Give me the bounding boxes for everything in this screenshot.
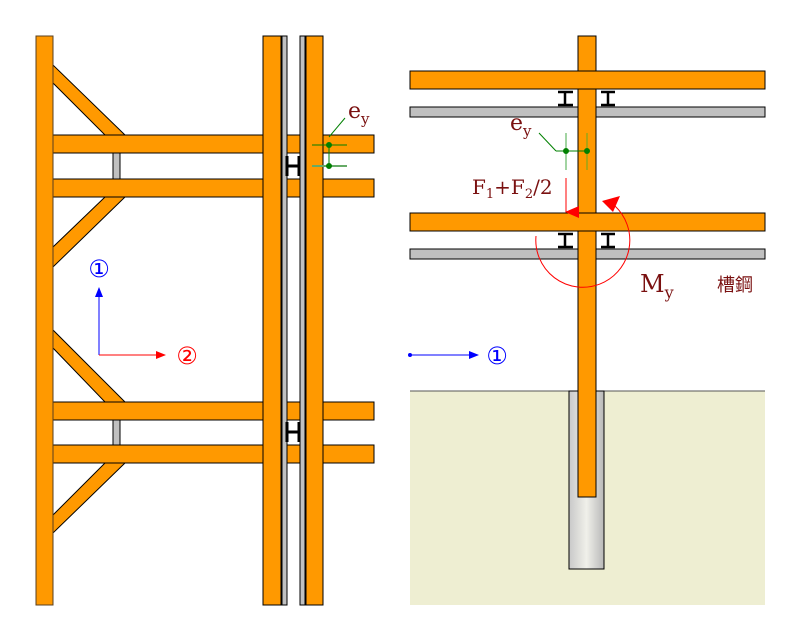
beam	[52, 178, 375, 198]
brace	[52, 63, 127, 136]
moment-label: My	[640, 270, 674, 302]
axis-1-label: ①	[486, 342, 508, 370]
axis-1-label: ①	[88, 255, 110, 283]
channel-steel-label: 槽鋼	[717, 275, 753, 296]
ey-label: ey	[348, 99, 370, 128]
i-section	[558, 90, 615, 249]
beam	[409, 212, 766, 232]
force-label: F1+F2/2	[472, 175, 553, 202]
column	[262, 35, 282, 606]
spacer	[112, 419, 121, 446]
channel-strip	[299, 35, 306, 606]
moment-arrowhead	[602, 196, 620, 212]
brace	[52, 462, 127, 535]
eccentricity-marker	[312, 117, 347, 169]
axis-2-label: ②	[176, 342, 198, 370]
moment-arc	[535, 205, 631, 288]
beam	[52, 401, 375, 421]
ey-label: ey	[510, 111, 532, 140]
h-section	[285, 156, 301, 442]
channel-strip	[281, 35, 288, 606]
column	[577, 35, 597, 498]
beam	[409, 70, 766, 90]
beam	[52, 444, 375, 464]
right-elevation-view: ey F1+F2/2 My 槽鋼 ①	[408, 35, 766, 605]
eccentricity-marker	[538, 132, 590, 170]
beam	[52, 134, 375, 154]
column	[305, 35, 324, 606]
left-plan-view: ey ① ②	[35, 35, 375, 606]
brace	[52, 328, 127, 403]
spacer	[112, 152, 121, 180]
column	[35, 35, 54, 606]
